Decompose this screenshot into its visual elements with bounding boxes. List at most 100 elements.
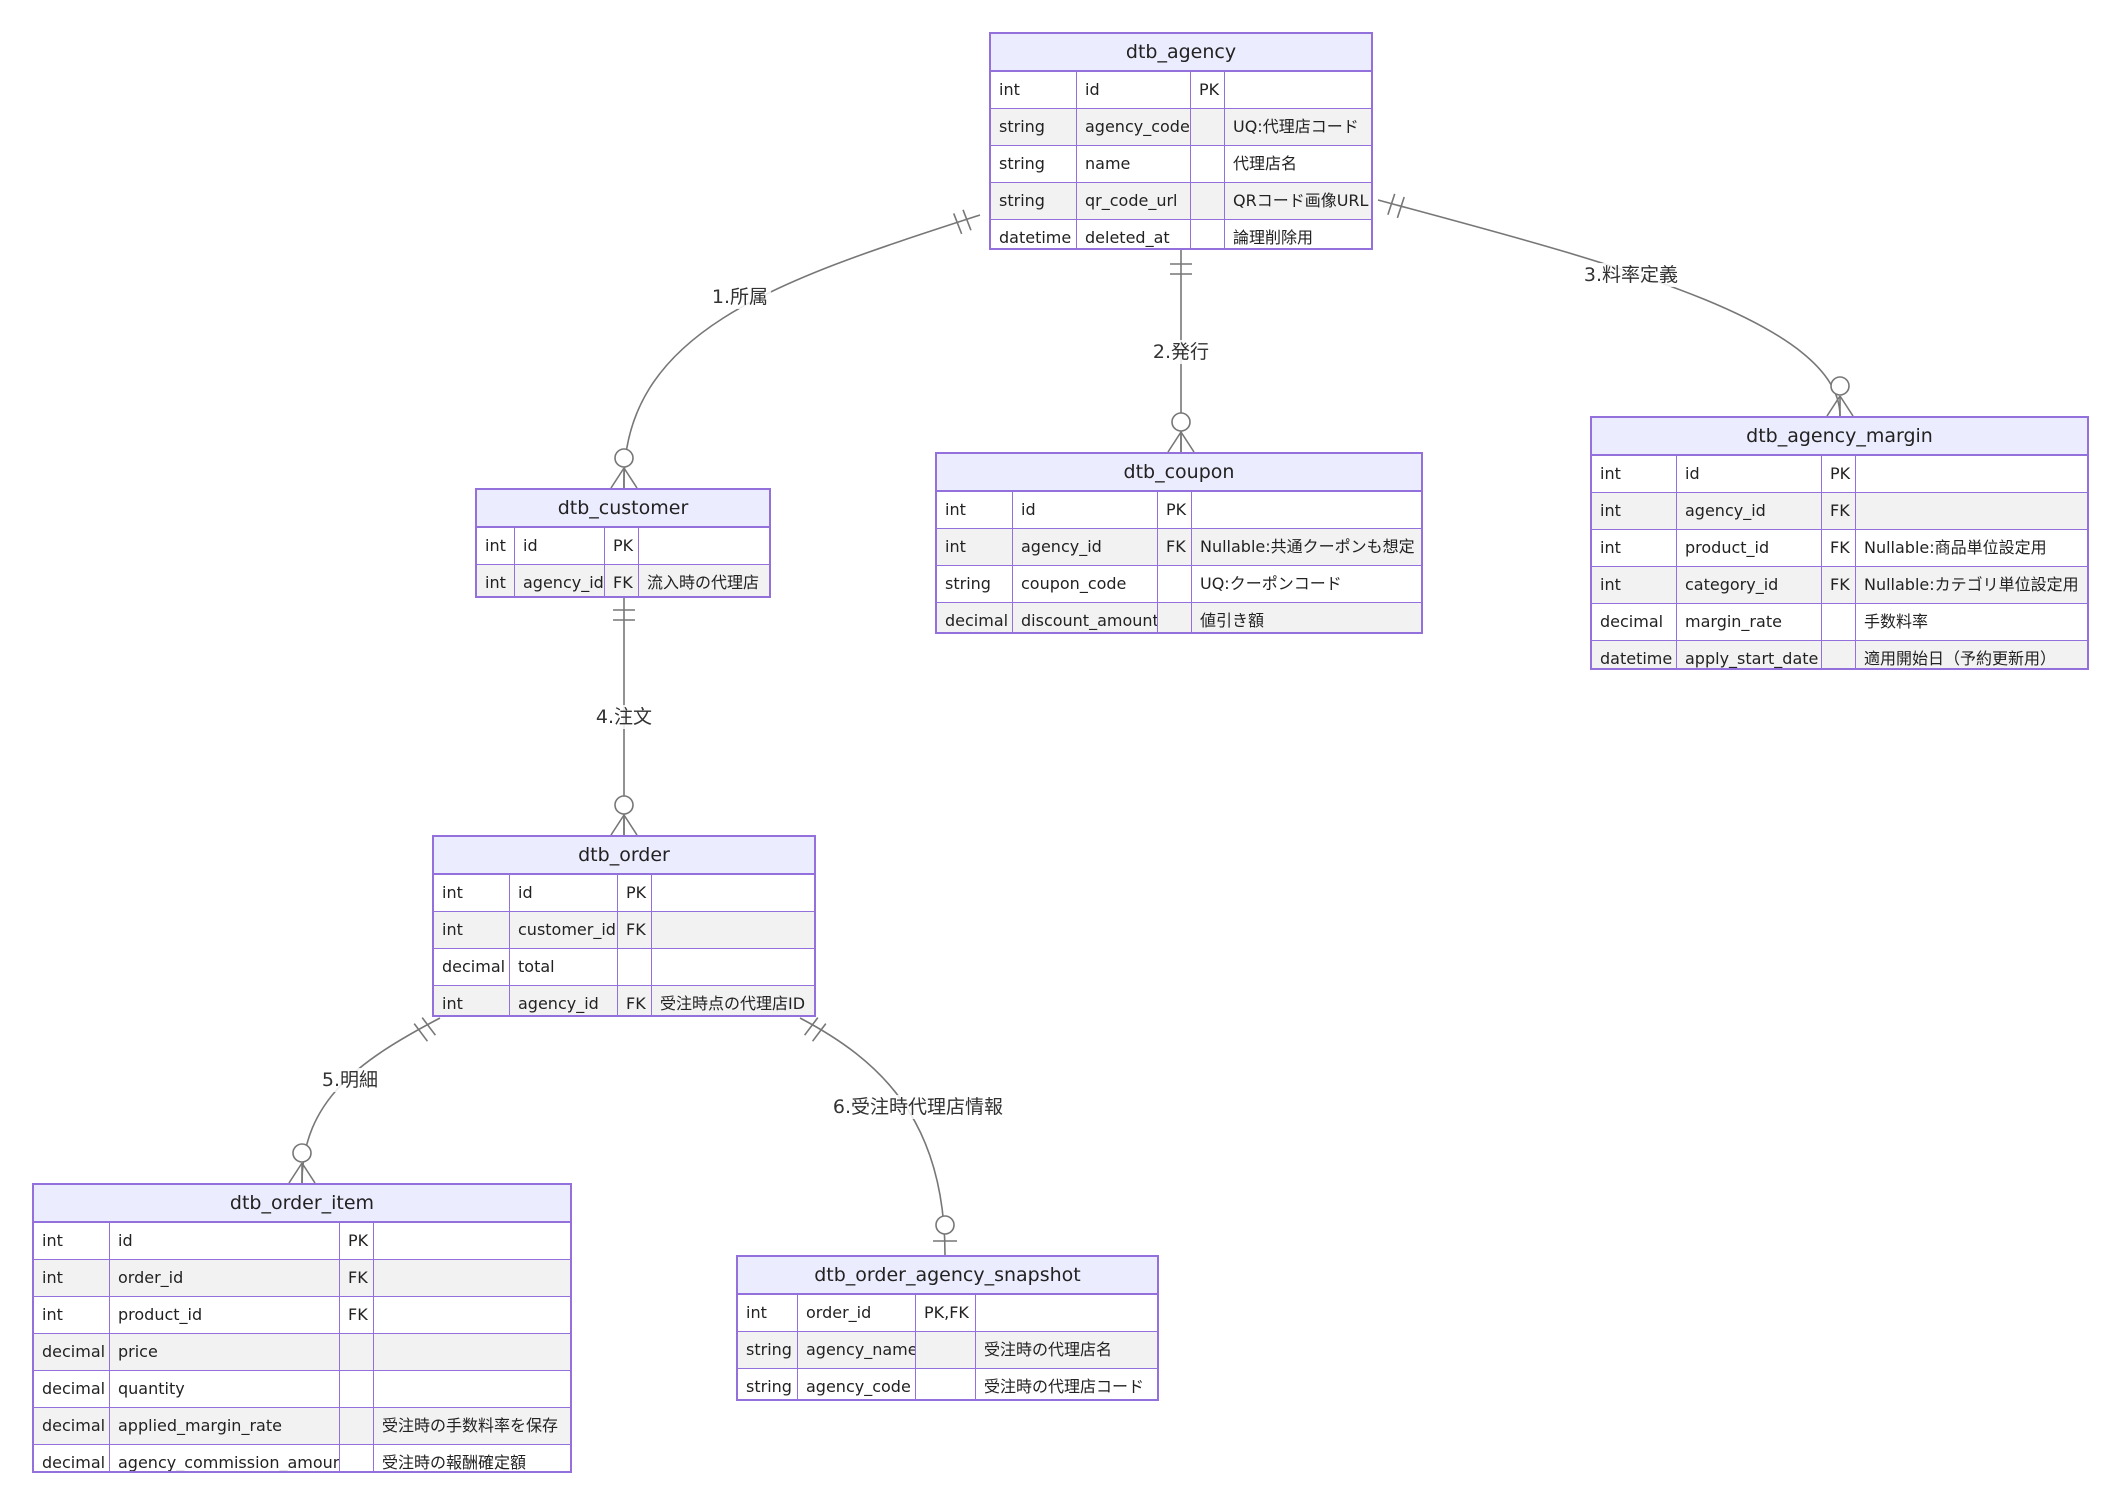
attribute-name: name — [1077, 146, 1191, 182]
attribute-type: string — [991, 146, 1077, 182]
attribute-key — [1822, 604, 1856, 640]
attribute-type: int — [434, 875, 510, 911]
attribute-comment — [1856, 493, 2087, 529]
relationship-label-background — [1149, 340, 1213, 364]
attribute-name: coupon_code — [1013, 566, 1158, 602]
attribute-name: order_id — [798, 1295, 916, 1331]
attribute-type: datetime — [1592, 641, 1677, 668]
attribute-key: FK — [618, 912, 652, 948]
attribute-name: order_id — [110, 1260, 340, 1296]
entity-title: dtb_agency — [991, 34, 1371, 72]
attribute-comment: 受注時の代理店名 — [984, 1340, 1113, 1359]
attribute-comment — [374, 1260, 570, 1296]
cardinality-one-mark — [962, 209, 972, 231]
attribute-type: datetime — [991, 220, 1077, 248]
attribute-comment: 受注時の報酬確定額 — [382, 1453, 527, 1472]
attribute-key — [1822, 641, 1856, 668]
crows-foot-mark — [1826, 395, 1841, 417]
attribute-comment: 流入時の代理店 — [647, 573, 760, 592]
attribute-type: decimal — [34, 1371, 110, 1407]
attribute-comment: UQ:クーポンコード — [1200, 574, 1342, 593]
attribute-comment — [652, 949, 814, 985]
attribute-type: decimal — [34, 1408, 110, 1444]
attribute-type: int — [434, 986, 510, 1015]
attribute-type: string — [937, 566, 1013, 602]
attribute-type: decimal — [34, 1445, 110, 1471]
attribute-comment: Nullable:商品単位設定用 — [1864, 538, 2047, 557]
attribute-type: string — [991, 109, 1077, 145]
cardinality-zero-mark — [614, 795, 634, 815]
attribute-type: int — [34, 1297, 110, 1333]
attribute-name: id — [515, 528, 605, 564]
attribute-name: agency_code — [798, 1369, 916, 1399]
attribute-comment — [374, 1297, 570, 1333]
attribute-name: quantity — [110, 1371, 340, 1407]
attribute-name: category_id — [1677, 567, 1822, 603]
cardinality-zero-mark — [935, 1215, 955, 1235]
attribute-type: int — [434, 912, 510, 948]
attribute-key — [1158, 603, 1192, 632]
attribute-key: FK — [340, 1260, 374, 1296]
attribute-key — [1191, 183, 1225, 219]
attribute-comment: 受注時の代理店コード — [984, 1377, 1145, 1396]
relationship-label: 1.所属 — [712, 286, 768, 308]
attribute-comment: Nullable:カテゴリ単位設定用 — [1864, 575, 2079, 594]
attribute-name: deleted_at — [1077, 220, 1191, 248]
relationship-line — [799, 1017, 946, 1256]
attribute-key: FK — [605, 565, 639, 596]
relationship-label: 4.注文 — [596, 706, 652, 728]
crows-foot-mark — [301, 1162, 316, 1184]
attribute-key — [916, 1332, 976, 1368]
attribute-type: int — [937, 529, 1013, 565]
attribute-comment — [374, 1334, 570, 1370]
cardinality-zero-mark — [1830, 376, 1850, 396]
crows-foot-mark — [623, 467, 638, 489]
attribute-type: int — [1592, 530, 1677, 566]
relationship-label-background — [592, 705, 656, 729]
attribute-key — [1191, 109, 1225, 145]
crows-foot-mark — [288, 1162, 303, 1184]
attribute-type: int — [477, 565, 515, 596]
attribute-key — [916, 1369, 976, 1399]
attribute-comment — [652, 875, 814, 911]
cardinality-zero-mark — [1171, 412, 1191, 432]
attribute-comment: 論理削除用 — [1233, 228, 1314, 247]
attribute-key: PK — [1191, 72, 1225, 108]
attribute-comment: QRコード画像URL — [1233, 191, 1369, 210]
attribute-key: FK — [618, 986, 652, 1015]
crows-foot-mark — [610, 814, 625, 836]
relationship-line — [1377, 199, 1841, 417]
attribute-type: int — [34, 1260, 110, 1296]
attribute-name: applied_margin_rate — [110, 1408, 340, 1444]
attribute-name: id — [510, 875, 618, 911]
attribute-comment: 値引き額 — [1200, 611, 1265, 630]
entity-title: dtb_coupon — [937, 454, 1421, 492]
entity-title: dtb_order_agency_snapshot — [738, 1257, 1157, 1295]
attribute-key — [1191, 146, 1225, 182]
attribute-name: agency_id — [1677, 493, 1822, 529]
attribute-name: agency_id — [1013, 529, 1158, 565]
attribute-type: string — [991, 183, 1077, 219]
